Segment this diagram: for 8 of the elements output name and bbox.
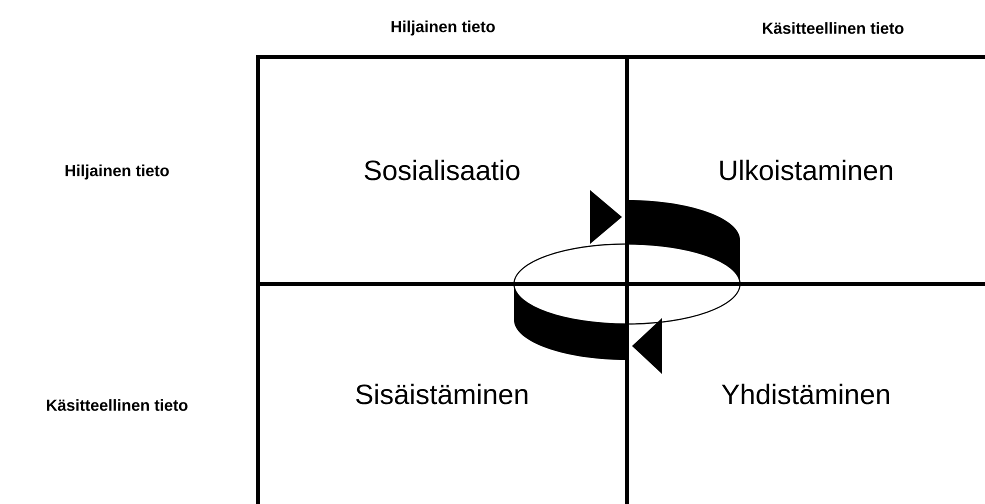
quadrant-cell: Sosialisaatio xyxy=(364,160,520,180)
axis-heading: Käsitteellinen tieto xyxy=(762,22,904,34)
quadrant-cell: Yhdistäminen xyxy=(722,384,889,404)
quadrant-cell: Sisäistäminen xyxy=(356,384,528,404)
axis-heading: Hiljainen tieto xyxy=(66,164,169,180)
axis-heading: Hiljainen tieto xyxy=(392,20,495,36)
quadrant-cell: Ulkoistaminen xyxy=(720,160,892,180)
axis-heading: Käsitteellinen tieto xyxy=(46,399,188,411)
